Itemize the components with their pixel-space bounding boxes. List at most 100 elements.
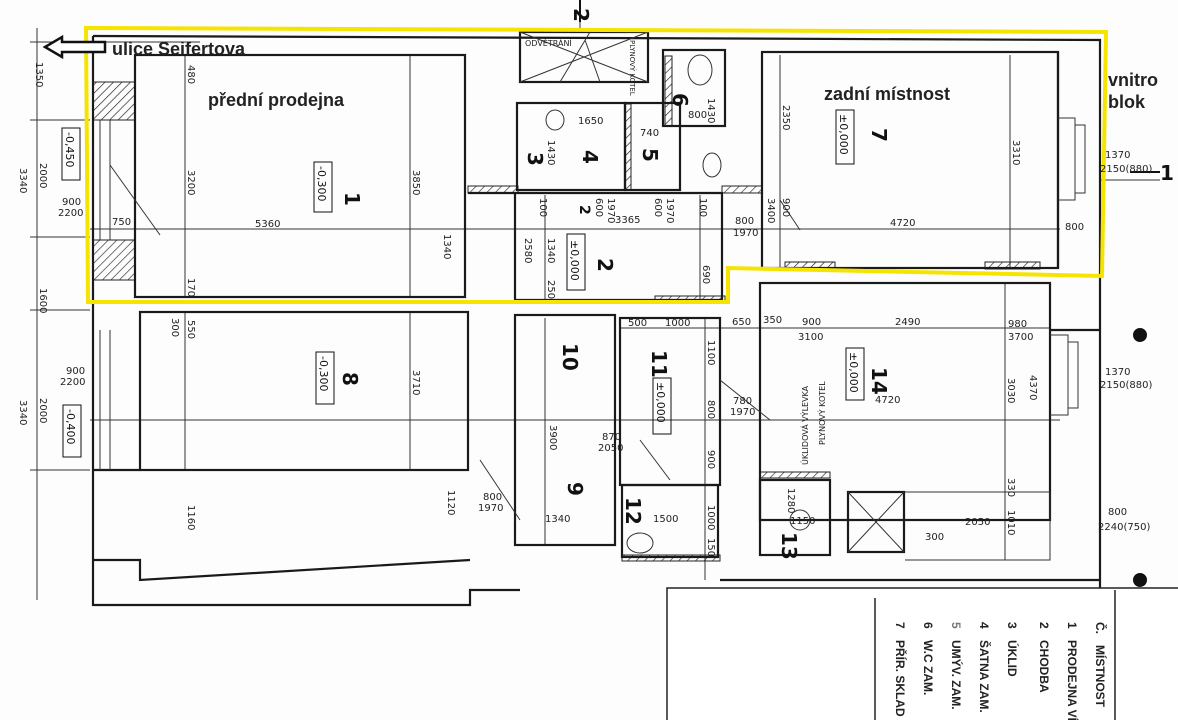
legend-row-no: 2 <box>1037 622 1051 629</box>
dimension: 900 <box>66 366 85 377</box>
back-room-label: zadní místnost <box>824 84 950 104</box>
dimension: 1970 <box>605 198 616 223</box>
level-value: -0,300 <box>315 166 328 201</box>
dimension: 550 <box>185 320 196 339</box>
dimension: 2240(750) <box>1098 522 1150 533</box>
dimension: 3030 <box>1005 378 1016 403</box>
legend-row-name: ŠATNA ZAM. <box>977 640 992 713</box>
dimension: 3340 <box>17 400 28 425</box>
legend-row-name: PŘÍR. SKLAD <box>893 640 908 717</box>
level-value: ±0,000 <box>837 114 850 155</box>
legend-row-no: 3 <box>1005 622 1019 629</box>
dimension: 1370 <box>1105 150 1130 161</box>
dimension: 300 <box>169 318 180 337</box>
dimension: 1280 <box>785 488 796 513</box>
legend-row-name: ÚKLID <box>1005 640 1020 677</box>
room-number: 6 <box>668 93 692 107</box>
dimension: 900 <box>780 198 791 217</box>
dimension: 1340 <box>545 514 570 525</box>
dimension: 600 <box>652 198 663 217</box>
room-number: 8 <box>338 372 362 386</box>
dimension: 5360 <box>255 219 280 230</box>
legend-row-no: 4 <box>977 622 991 629</box>
dimension: 690 <box>700 265 711 284</box>
dimension: 1350 <box>33 62 44 87</box>
room-number: 7 <box>867 128 891 142</box>
dimension: 3710 <box>410 370 421 395</box>
inner-block-label: vnitro <box>1108 70 1158 90</box>
dimension: 3850 <box>410 170 421 195</box>
legend-row-name: PRODEJNA VÍN Z <box>1065 640 1080 720</box>
room-number: 14 <box>867 367 891 395</box>
legend-row-name: W.C ZAM. <box>921 640 935 695</box>
legend-row-name: UMÝV. ZAM. <box>949 640 964 710</box>
dimension: 900 <box>62 197 81 208</box>
dimension: 1430 <box>545 140 556 165</box>
dimension: 2150(880) <box>1100 164 1152 175</box>
dimension: 2050 <box>598 443 623 454</box>
room-number: 13 <box>777 532 801 560</box>
level-value: ±0,000 <box>654 382 667 423</box>
legend-row-name: CHODBA <box>1037 640 1051 693</box>
legend-row-no: 6 <box>921 622 935 629</box>
dimension: 800 <box>735 216 754 227</box>
marker-dot <box>1133 328 1147 342</box>
dimension: 1970 <box>733 228 758 239</box>
dimension: 480 <box>185 65 196 84</box>
street-arrow-icon <box>42 34 107 60</box>
dimension: 100 <box>537 198 548 217</box>
level-value: -0,400 <box>64 409 77 444</box>
dimension: 170 <box>185 278 196 297</box>
dimension: 600 <box>593 198 604 217</box>
dimension: 4720 <box>890 218 915 229</box>
dimension: 900 <box>705 450 716 469</box>
dimension: 2200 <box>58 208 83 219</box>
dimension: 1160 <box>185 505 196 530</box>
dimension: 1500 <box>653 514 678 525</box>
dimension: 740 <box>640 128 659 139</box>
front-shop-label: přední prodejna <box>208 90 345 110</box>
room-legend: Č. MÍSTNOST 1 PRODEJNA VÍN Z 2 CHODBA 3 … <box>893 622 1108 720</box>
dimension: 2200 <box>60 377 85 388</box>
dimension: 1370 <box>1105 367 1130 378</box>
highlighted-area <box>83 25 1109 304</box>
dimension: 870 <box>602 432 621 443</box>
legend-header-room: MÍSTNOST <box>1093 645 1108 708</box>
dimension: 1600 <box>37 288 48 313</box>
dimension-labels: 1350 3340 2000 900 2200 750 5360 480 320… <box>17 62 1152 557</box>
walls <box>91 0 1160 607</box>
dimension: 1000 <box>705 505 716 530</box>
dimension: 780 <box>733 396 752 407</box>
dimension: 3400 <box>765 198 776 223</box>
dimension: 1340 <box>545 238 556 263</box>
sink-label: ÚKLIDOVÁ VÝLEVKA <box>799 385 810 465</box>
room-number: 5 <box>638 148 662 162</box>
dimension: 2580 <box>522 238 533 263</box>
dimension: 3700 <box>1008 332 1033 343</box>
legend-table-frame <box>666 587 1178 720</box>
dimension: 1970 <box>664 198 675 223</box>
dimension-lines <box>30 20 1160 600</box>
room-number: 11 <box>647 350 671 378</box>
room-number: 3 <box>523 152 547 166</box>
dimension: 1000 <box>665 318 690 329</box>
room-number: 9 <box>563 482 587 496</box>
room-numbers: 1 2 3 4 5 6 7 8 9 10 11 12 13 14 2 <box>338 93 891 560</box>
dimension: 2050 <box>965 517 990 528</box>
dimension: 4720 <box>875 395 900 406</box>
room-number: 1 <box>340 192 364 206</box>
dimension: 150 <box>705 538 716 557</box>
legend-header-no: Č. <box>1093 622 1108 634</box>
dimension: 2150(880) <box>1100 380 1152 391</box>
dimension: 1100 <box>705 340 716 365</box>
dimension: 3340 <box>17 168 28 193</box>
dimension: 1970 <box>478 503 503 514</box>
dimension: 1120 <box>445 490 456 515</box>
dimension: 2000 <box>37 163 48 188</box>
room-number: 12 <box>621 497 645 525</box>
room-number: 2 <box>593 258 617 272</box>
section-mark-top: 2 <box>569 8 593 22</box>
dimension: 350 <box>763 315 782 326</box>
